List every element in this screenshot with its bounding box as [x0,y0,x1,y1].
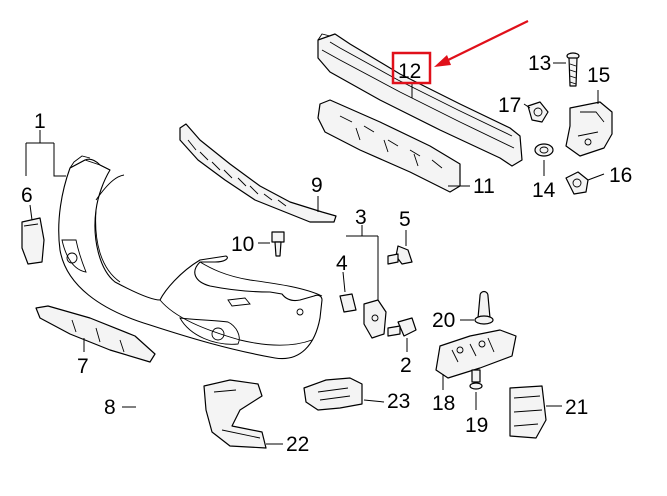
callout-11: 11 [473,175,495,198]
callout-6: 6 [21,184,33,207]
bolt-16-part[interactable] [565,171,589,195]
callout-16: 16 [609,164,632,187]
bumper-cover-part[interactable] [58,155,323,360]
mount-bracket-part[interactable] [565,101,613,157]
side-bracket-18-part[interactable] [435,329,517,379]
callout-7: 7 [77,355,89,378]
callout-23: 23 [387,390,410,413]
callout-labels: 1 2 3 4 5 6 7 8 9 10 11 12 13 14 15 16 1… [21,52,632,456]
callout-19: 19 [465,414,488,437]
callout-2: 2 [400,354,412,377]
clip-4-part[interactable] [339,293,357,313]
callout-8: 8 [104,396,116,419]
impact-bar-part[interactable] [317,33,523,167]
callout-13: 13 [528,52,551,75]
lower-spoiler-part[interactable] [35,305,156,363]
callout-12: 12 [398,60,421,83]
highlight-arrow-head [434,55,451,67]
deflector-23-part[interactable] [303,377,363,411]
bolt-13-part[interactable] [566,52,580,87]
callout-20: 20 [432,309,455,332]
callout-4: 4 [336,252,348,275]
highlight-marker [391,20,529,85]
callout-22: 22 [286,433,309,456]
bolt-17-part[interactable] [527,101,549,123]
callout-5: 5 [399,208,411,231]
screw-10-part[interactable] [271,231,285,257]
energy-absorber-part[interactable] [317,99,461,193]
callout-18: 18 [432,392,455,415]
upper-grille-bracket-part[interactable] [179,123,337,223]
callout-21: 21 [565,396,588,419]
guide-bracket-3-part[interactable] [363,299,387,339]
callout-14: 14 [532,179,556,202]
callout-1: 1 [34,110,46,133]
callout-17: 17 [498,94,521,117]
leader-lines [25,62,605,445]
tow-hook-cover-part[interactable] [21,217,45,265]
callout-3: 3 [355,206,367,229]
callout-10: 10 [231,233,254,256]
screw-2-part[interactable] [387,317,417,337]
callout-9: 9 [311,174,323,197]
nut-14-part[interactable] [534,143,554,157]
lower-guide-22-part[interactable] [203,379,267,449]
screw-19-part[interactable] [469,369,483,390]
pad-21-part[interactable] [509,385,547,439]
screw-5-part[interactable] [387,245,413,265]
pin-20-part[interactable] [474,290,494,325]
highlight-box [391,51,432,85]
callout-15: 15 [587,64,610,87]
highlight-arrow [443,20,529,63]
